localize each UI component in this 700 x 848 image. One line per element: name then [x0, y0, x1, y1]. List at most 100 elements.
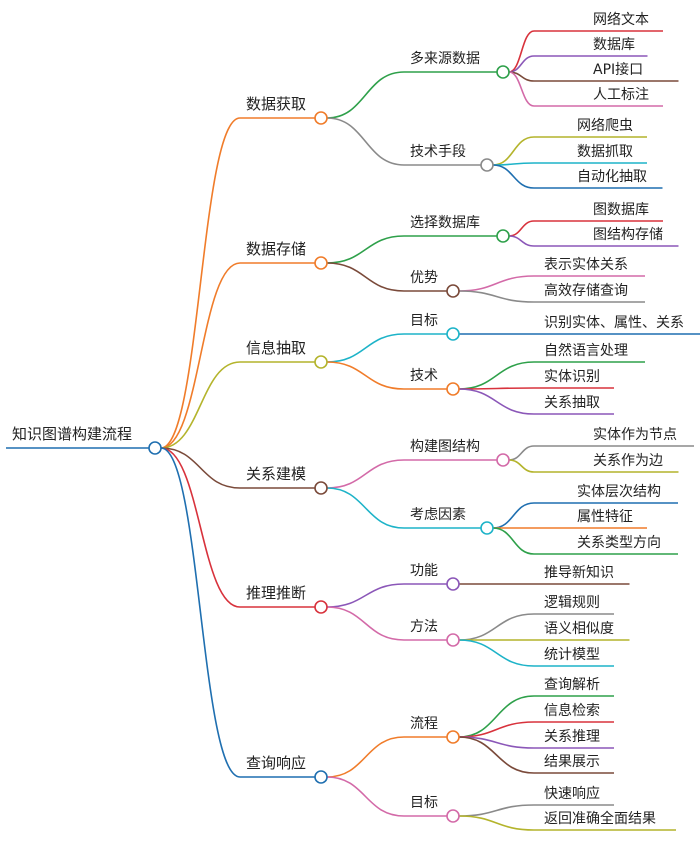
subtopic-node-dot[interactable]: [446, 577, 460, 591]
leaf-connector: [492, 136, 535, 166]
subtopic: 多来源数据: [410, 50, 480, 67]
subtopic-node-dot[interactable]: [496, 229, 510, 243]
subtopic-connector: [326, 606, 405, 641]
branch-connector: [160, 447, 241, 778]
subtopic: 选择数据库: [410, 215, 480, 231]
branch-connector: [160, 117, 241, 449]
subtopic: 构建图结构: [410, 439, 480, 455]
leaf-topic: 关系作为边: [593, 453, 663, 469]
leaf-topic: 逻辑规则: [544, 595, 600, 611]
leaf-connector: [492, 527, 535, 555]
subtopic: 流程: [410, 716, 438, 732]
leaf-connector: [458, 388, 535, 415]
subtopic-connector: [326, 235, 405, 264]
subtopic-node-dot[interactable]: [446, 382, 460, 396]
leaf-topic: 网络爬虫: [577, 118, 633, 134]
leaf-connector: [458, 695, 535, 738]
leaf-topic: 图数据库: [593, 202, 649, 218]
root-topic: 知识图谱构建流程: [12, 425, 132, 443]
leaf-topic: 语义相似度: [544, 621, 614, 637]
leaf-topic: 表示实体关系: [544, 257, 628, 273]
leaf-topic: 高效存储查询: [544, 282, 628, 299]
leaf-connector: [458, 361, 535, 390]
leaf-topic: 数据抓取: [577, 144, 633, 160]
subtopic-connector: [326, 583, 405, 608]
branch-topic: 推理推断: [246, 584, 306, 602]
leaf-connector: [458, 290, 535, 303]
leaf-connector: [458, 804, 535, 817]
subtopic-node-dot[interactable]: [480, 521, 494, 535]
leaf-topic: API接口: [593, 61, 643, 78]
leaf-topic: 关系类型方向: [577, 535, 661, 551]
subtopic: 优势: [410, 270, 438, 286]
leaf-connector: [508, 71, 535, 107]
leaf-topic: 结果展示: [544, 754, 600, 770]
leaf-connector: [458, 275, 535, 292]
branch-connector: [160, 262, 241, 449]
leaf-topic: 查询解析: [544, 677, 600, 693]
leaf-topic: 属性特征: [577, 509, 633, 525]
subtopic-connector: [326, 736, 405, 778]
subtopic: 技术: [410, 368, 438, 384]
subtopic-connector: [326, 71, 405, 119]
branch-node-dot[interactable]: [314, 256, 328, 270]
branch-node-dot[interactable]: [314, 355, 328, 369]
subtopic-connector: [326, 333, 405, 363]
subtopic: 目标: [410, 795, 438, 811]
branch-topic: 数据获取: [246, 95, 306, 113]
subtopic-node-dot[interactable]: [446, 284, 460, 298]
subtopic-connector: [326, 776, 405, 817]
leaf-connector: [508, 459, 535, 473]
subtopic-node-dot[interactable]: [496, 65, 510, 79]
leaf-topic: 返回准确全面结果: [544, 810, 656, 827]
leaf-topic: 实体识别: [544, 369, 600, 385]
leaf-connector: [458, 639, 535, 667]
leaf-topic: 实体作为节点: [593, 427, 677, 443]
subtopic-node-dot[interactable]: [446, 633, 460, 647]
leaf-connector: [492, 164, 535, 189]
leaf-topic: 自然语言处理: [544, 342, 628, 359]
branch-topic: 查询响应: [246, 754, 306, 772]
branch-topic: 信息抽取: [246, 339, 306, 357]
branch-node-dot[interactable]: [314, 770, 328, 784]
leaf-topic: 数据库: [593, 37, 635, 53]
leaf-connector: [508, 235, 535, 247]
subtopic-connector: [326, 459, 405, 489]
branch-node-dot[interactable]: [314, 111, 328, 125]
leaf-connector: [458, 613, 535, 641]
leaf-connector: [458, 815, 535, 831]
subtopic-node-dot[interactable]: [446, 809, 460, 823]
subtopic-connector: [326, 361, 405, 390]
leaf-connector: [458, 736, 535, 774]
branch-node-dot[interactable]: [314, 481, 328, 495]
branch-topic: 数据存储: [246, 240, 306, 258]
subtopic-node-dot[interactable]: [496, 453, 510, 467]
leaf-topic: 网络文本: [593, 12, 649, 28]
subtopic: 功能: [410, 563, 438, 579]
subtopic-node-dot[interactable]: [446, 730, 460, 744]
subtopic-node-dot[interactable]: [446, 327, 460, 341]
root-node-dot[interactable]: [148, 441, 162, 455]
leaf-topic: 快速响应: [544, 785, 600, 802]
leaf-topic: 推导新知识: [544, 564, 614, 581]
subtopic-node-dot[interactable]: [480, 158, 494, 172]
leaf-topic: 识别实体、属性、关系: [544, 315, 684, 331]
subtopic-connector: [326, 117, 405, 166]
branch-topic: 关系建模: [246, 465, 306, 483]
subtopic: 考虑因素: [410, 507, 466, 523]
leaf-topic: 实体层次结构: [577, 484, 661, 500]
subtopic-connector: [326, 262, 405, 292]
leaf-connector: [508, 220, 535, 237]
leaf-topic: 图结构存储: [593, 227, 663, 243]
leaf-connector: [492, 502, 535, 529]
subtopic: 技术手段: [410, 144, 466, 160]
subtopic-connector: [326, 487, 405, 529]
leaf-topic: 自动化抽取: [577, 169, 647, 185]
branch-connector: [160, 361, 241, 449]
leaf-topic: 人工标注: [593, 87, 649, 103]
subtopic: 方法: [410, 619, 438, 635]
branch-node-dot[interactable]: [314, 600, 328, 614]
leaf-connector: [508, 30, 535, 73]
branch-connector: [160, 447, 241, 489]
